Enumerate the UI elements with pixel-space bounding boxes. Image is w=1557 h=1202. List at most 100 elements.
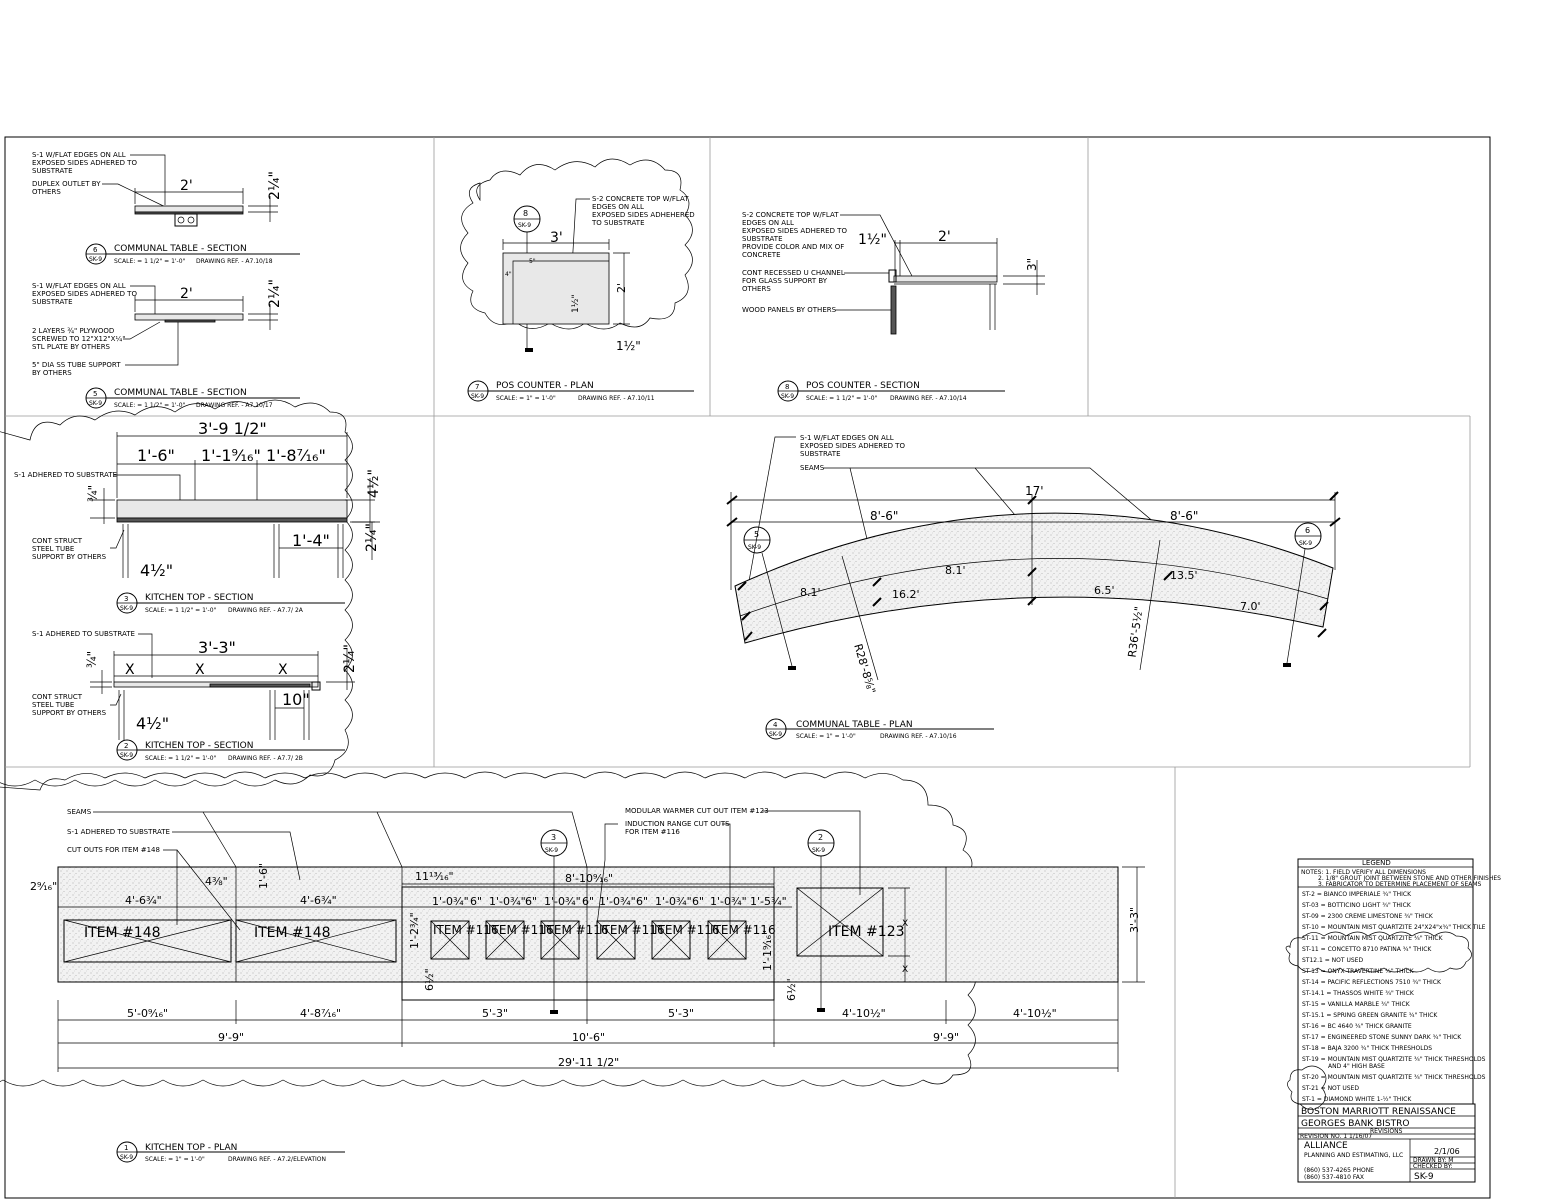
company-subtitle: PLANNING AND ESTIMATING, LLC [1304, 1152, 1403, 1159]
legend-note-1: NOTES: 1. FIELD VERIFY ALL DIMENSIONS [1301, 869, 1426, 876]
note-d3-s1-adhered: S-1 ADHERED TO SUBSTRATE [14, 471, 117, 479]
dim-d4-a: 8'-6" [870, 509, 898, 523]
detail-scale-1: SCALE: = 1" = 1'-0" [145, 1156, 205, 1163]
dim-d3-height: 4½" [366, 469, 382, 498]
dim-d2-o: 4½" [136, 714, 169, 733]
cutout-item-148 [63, 919, 232, 963]
revision-cloud [460, 158, 693, 330]
dim-d4-arc-3: 8.1' [945, 564, 966, 577]
revision-cloud [1285, 931, 1472, 973]
note-s2-plan-line1: S-2 CONCRETE TOP W/FLAT [592, 195, 689, 203]
dim-d1-total: 29'-11 1/2" [558, 1056, 619, 1069]
note-d2-cont-line3: SUPPORT BY OTHERS [32, 709, 107, 717]
legend-entry: ST-21 = NOT USED [1302, 1085, 1359, 1092]
detail-3-kitchen-top-section: 3'-9 1/2" 1'-6" 1'-1⁹⁄₁₆" 1'-8⁷⁄₁₆" S-1 … [0, 399, 382, 787]
dim-d3-a: 1'-6" [137, 446, 175, 465]
dim-d2-x3: X [278, 662, 288, 678]
detail-title-4: COMMUNAL TABLE - PLAN [796, 720, 913, 730]
dim-d3-leg: 1'-4" [292, 531, 330, 550]
callout-num-6: 6 [1305, 526, 1310, 535]
detail-title-5: COMMUNAL TABLE - SECTION [114, 388, 247, 398]
dim-d4-arc-2: 16.2' [892, 588, 920, 601]
dim-d4-arc-6: 7.0' [1240, 600, 1261, 613]
detail-ref-2: DRAWING REF. - A7.7/ 2B [228, 755, 303, 762]
dim-d1-side-0: 3'-3" [1128, 907, 1141, 933]
note-plywood-line3: STL PLATE BY OTHERS [32, 343, 111, 351]
drawing-date: 2/1/06 [1434, 1147, 1460, 1156]
dim-d1-top-2: 4⅜" [205, 875, 228, 888]
legend-entry: ST-10 = MOUNTAIN MIST QUARTZITE 24"X24"x… [1302, 924, 1486, 931]
dim-d1-top-6: 1'-6" [257, 863, 270, 889]
note-s1-flat-line1: S-1 W/FLAT EDGES ON ALL [32, 151, 126, 159]
sheet-border [4, 136, 1491, 1199]
detail-4-communal-table-plan: S-1 W/FLAT EDGES ON ALL EXPOSED SIDES AD… [726, 434, 1341, 740]
detail-num-2: 2 [124, 742, 128, 750]
note-s2-plan-line4: TO SUBSTRATE [591, 219, 645, 227]
item-label-116: ITEM #116 [654, 923, 720, 937]
legend-entry: ST-13 = ONYX TRAVERTINE ¾" THICK [1302, 968, 1415, 975]
dim-d8-a: 1½" [858, 232, 887, 248]
note-u-channel-line1: CONT RECESSED U CHANNEL [742, 269, 845, 277]
note-d3-cont-line3: SUPPORT BY OTHERS [32, 553, 107, 561]
dim-d2-total: 3'-3" [198, 638, 236, 657]
legend-entry: ST12.1 = NOT USED [1302, 957, 1363, 964]
dim-d1-low-0: 9'-9" [218, 1031, 244, 1044]
note-induction-line2: FOR ITEM #116 [625, 828, 680, 836]
note-d4-s1-line3: SUBSTRATE [800, 450, 841, 458]
note-d2-cont-line2: STEEL TUBE [32, 701, 74, 709]
note-s1-flat-line2: EXPOSED SIDES ADHERED TO [32, 159, 137, 167]
legend-entry: ST-11 = MOUNTAIN MIST QUARTZITE ¾" THICK [1302, 935, 1444, 942]
note-d3-cont-line2: STEEL TUBE [32, 545, 74, 553]
legend-entry: ST-2 = BIANCO IMPERIALE ¾" THICK [1302, 891, 1412, 898]
item-label-123: ITEM #123 [828, 924, 905, 940]
revision-cloud [0, 771, 976, 1087]
detail-sheet-1: SK-9 [120, 1154, 133, 1161]
dim-d1-side-1: 1'-2¾" [408, 912, 421, 949]
cutouts-item-116 [430, 920, 747, 960]
detail-title-1: KITCHEN TOP - PLAN [145, 1143, 237, 1153]
dim-d1-top-4: 11¹³⁄₁₆" [415, 870, 454, 883]
dim-d6-height: 2¼" [267, 171, 283, 200]
detail-sheet-8: SK-9 [781, 393, 794, 400]
dim-d7-width: 3' [550, 230, 563, 246]
dim-d1-top-7: 1'-0¾" [655, 895, 692, 908]
dim-d1-top-5: 8'-10⁹⁄₁₆" [565, 872, 613, 885]
detail-ref-3: DRAWING REF. - A7.7/ 2A [228, 607, 304, 614]
dim-d1-top-8: 6" [470, 895, 482, 908]
note-duplex-line1: DUPLEX OUTLET BY [32, 180, 101, 188]
dim-d1-mid-3: 5'-3" [668, 1007, 694, 1020]
dim-d7-a: 1½" [571, 294, 581, 313]
detail-2-kitchen-top-section: S-1 ADHERED TO SUBSTRATE 3'-3" X X X ¾" … [32, 630, 358, 762]
note-d4-seams: SEAMS [800, 464, 825, 472]
note-induction-line1: INDUCTION RANGE CUT OUTS [625, 820, 730, 828]
dim-d2-x1: X [125, 662, 135, 678]
note-s1-flat-line3: SUBSTRATE [32, 167, 73, 175]
callout-num-8: 8 [523, 209, 528, 218]
dim-d1-top-8: 6" [636, 895, 648, 908]
detail-num-4: 4 [773, 721, 778, 729]
dim-d1-top-9: 1'-5¾" [750, 895, 787, 908]
dim-d7-c: 4" [505, 271, 512, 278]
dim-d1-mid-0: 5'-0⁹⁄₁₆" [127, 1007, 168, 1020]
detail-sheet-2: SK-9 [120, 752, 133, 759]
note-d4-s1-line2: EXPOSED SIDES ADHERED TO [800, 442, 905, 450]
note-plywood-line1: 2 LAYERS ¾" PLYWOOD [32, 327, 114, 335]
company-fax: (860) 537-4810 FAX [1304, 1174, 1364, 1181]
dim-d3-o: 4½" [140, 561, 173, 580]
dim-d2-leg: 10" [282, 690, 310, 709]
project-name-2: GEORGES BANK BISTRO [1301, 1119, 1409, 1129]
dim-d1-low-2: 9'-9" [933, 1031, 959, 1044]
dim-d4-arc-4: 6.5' [1094, 584, 1115, 597]
item-label-116: ITEM #116 [543, 923, 609, 937]
detail-title-2: KITCHEN TOP - SECTION [145, 741, 254, 751]
dim-d1-mid-4: 4'-10½" [842, 1007, 886, 1020]
dim-d4-b: 8'-6" [1170, 509, 1198, 523]
detail-sheet-3: SK-9 [120, 605, 133, 612]
note-d4-s1-line1: S-1 W/FLAT EDGES ON ALL [800, 434, 894, 442]
dim-d5-height: 2¼" [267, 279, 283, 308]
detail-title-7: POS COUNTER - PLAN [496, 381, 594, 391]
dim-d1-top-8: 6" [692, 895, 704, 908]
dim-d1-side-2: 6½" [423, 968, 436, 991]
dim-d1-side-4: 6½" [785, 978, 798, 1001]
